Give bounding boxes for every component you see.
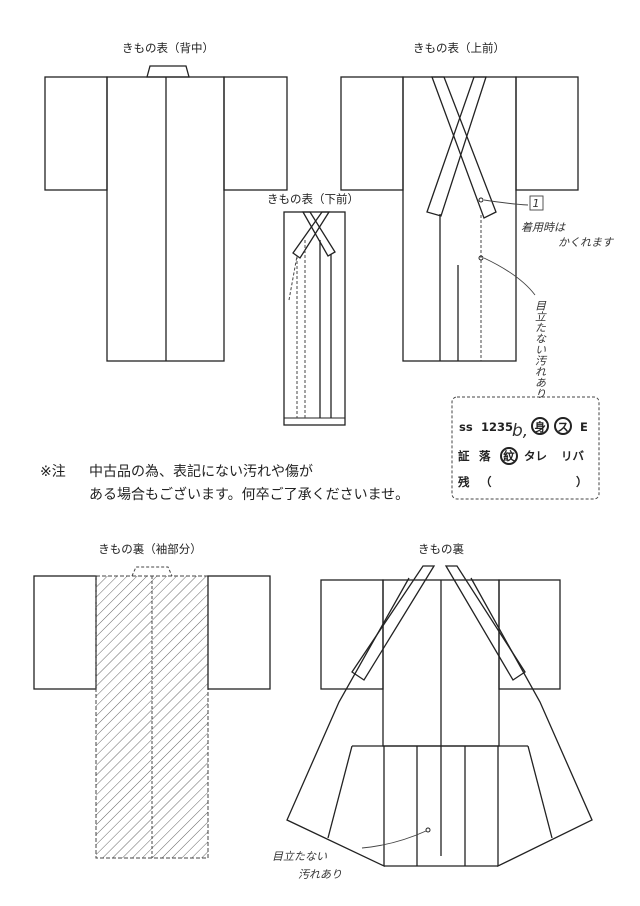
kimono-front-collar-left bbox=[431, 76, 497, 219]
kimono-front-right-sleeve bbox=[515, 76, 579, 191]
mark-box-number: 1 bbox=[533, 197, 540, 210]
spec-box-border bbox=[451, 396, 600, 500]
spec-circle-2-label: ス bbox=[557, 420, 569, 434]
lining-right-skirt bbox=[470, 577, 593, 868]
kimono-front-collar-right bbox=[426, 76, 487, 217]
kimono-lining-diagram: きもの裏 bbox=[286, 542, 593, 868]
spec-cert: 証 bbox=[458, 449, 470, 463]
spec-ochi: 落 bbox=[479, 449, 491, 463]
lining-collar-right bbox=[444, 565, 526, 681]
spec-zan: 残 bbox=[458, 475, 470, 489]
kimono-lower-collar-a bbox=[301, 211, 336, 257]
spec-circle-1-label: 身 bbox=[534, 420, 546, 434]
spec-circle-2 bbox=[554, 417, 572, 435]
spec-grade: E bbox=[580, 420, 588, 434]
kimono-lining-title: きもの裏 bbox=[418, 542, 464, 556]
lining-stain-note-2: 汚れあり bbox=[298, 868, 342, 881]
lining-stain-dot bbox=[425, 827, 431, 833]
note-line-2: ある場合もございます。何卒ご了承くださいませ。 bbox=[89, 486, 409, 503]
kimono-lower-collar-b bbox=[292, 211, 331, 259]
lining-sleeve-collar-dashed bbox=[131, 566, 173, 577]
stain-note-upper: 目立たない汚れあり bbox=[533, 300, 547, 399]
mark-note-line1: 着用時は bbox=[521, 221, 566, 234]
kimono-lining-sleeve-title: きもの裏（袖部分） bbox=[98, 542, 202, 556]
spec-paren-open: （ bbox=[480, 475, 492, 489]
spec-riba: リバ bbox=[561, 449, 584, 463]
kimono-back-left-sleeve bbox=[44, 76, 108, 191]
kimono-front-lower-title: きもの表（下前） bbox=[267, 192, 359, 206]
kimono-lower-body bbox=[283, 211, 346, 426]
kimono-lining-sleeve-diagram: きもの裏（袖部分） bbox=[33, 542, 271, 859]
kimono-back-diagram: きもの表（背中） bbox=[44, 41, 288, 362]
disclaimer-note: ※注 中古品の為、表記にない汚れや傷が ある場合もございます。何卒ご了承ください… bbox=[40, 463, 409, 503]
handwritten-notes-front: 1 着用時は かくれます 目立たない汚れあり bbox=[483, 195, 615, 399]
mark-note-line2: かくれます bbox=[558, 236, 615, 249]
lining-sleeve-right bbox=[207, 575, 271, 690]
spec-crest-label: 紋 bbox=[503, 449, 515, 463]
spec-tare: タレ bbox=[524, 449, 547, 463]
note-mark: ※注 bbox=[40, 464, 66, 480]
stain-leader-line bbox=[483, 257, 536, 296]
handwritten-notes-lining: 目立たない 汚れあり bbox=[272, 830, 427, 881]
lining-stain-note-1: 目立たない bbox=[272, 850, 327, 863]
lining-right-inner bbox=[527, 745, 553, 839]
spec-hand-mark: b, bbox=[512, 421, 528, 441]
spec-circle-1 bbox=[531, 417, 549, 435]
kimono-front-body bbox=[402, 76, 517, 362]
kimono-back-title: きもの表（背中） bbox=[122, 41, 214, 55]
kimono-front-lower-diagram: きもの表（下前） bbox=[267, 192, 359, 426]
spec-code: 1235 bbox=[481, 420, 513, 434]
kimono-front-upper-title: きもの表（上前） bbox=[413, 41, 505, 55]
spec-paren-close: ） bbox=[576, 475, 588, 489]
kimono-front-left-sleeve bbox=[340, 76, 404, 191]
lining-sleeve-left bbox=[33, 575, 97, 690]
lining-left-skirt bbox=[286, 577, 410, 868]
mark-box bbox=[529, 195, 544, 211]
lining-stain-leader bbox=[361, 830, 427, 849]
spec-crest-circle bbox=[500, 447, 518, 465]
spec-box: ss 1235 b, 身 ス E 証 落 紋 タレ リバ 残 （ ） bbox=[451, 396, 600, 500]
kimono-lower-hidden-c bbox=[288, 255, 298, 301]
mark-leader-line bbox=[483, 199, 529, 206]
kimono-front-stain-dot bbox=[478, 255, 484, 261]
note-line-1: 中古品の為、表記にない汚れや傷が bbox=[89, 463, 313, 480]
lining-left-inner bbox=[327, 745, 353, 839]
spec-ss-label: ss bbox=[459, 420, 473, 434]
kimono-front-mark-dot bbox=[478, 197, 484, 203]
lining-collar-left bbox=[351, 565, 436, 681]
kimono-back-collar bbox=[146, 65, 190, 78]
kimono-front-upper-diagram: きもの表（上前） bbox=[340, 41, 579, 362]
kimono-back-right-sleeve bbox=[223, 76, 288, 191]
